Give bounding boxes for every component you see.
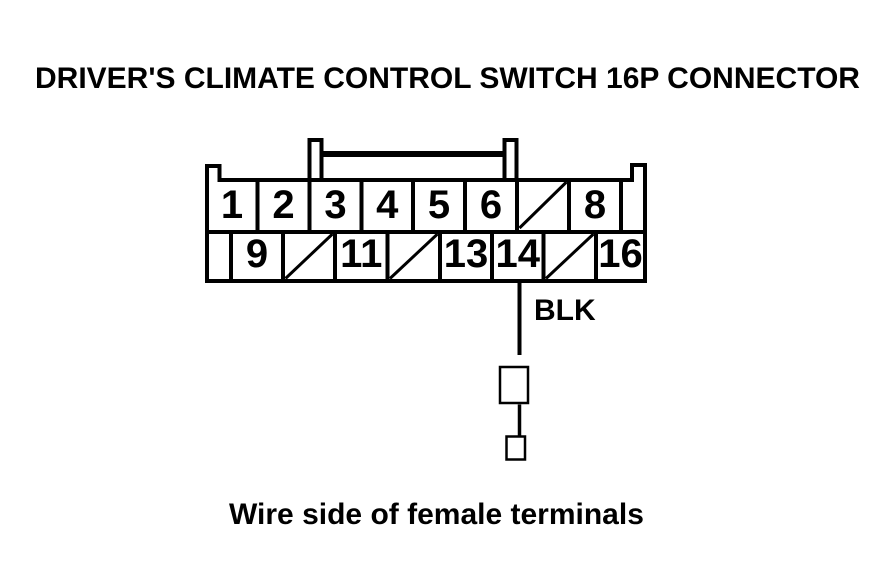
missing-pin-diagonal-15 <box>544 232 595 280</box>
missing-pin-diagonal-12 <box>388 232 439 280</box>
pin-label-16: 16 <box>598 232 643 276</box>
pin-label-13: 13 <box>443 232 489 276</box>
pin-label-5: 5 <box>427 183 451 227</box>
pin-label-8: 8 <box>583 183 607 227</box>
pin-label-9: 9 <box>245 232 269 276</box>
wire-side-caption: Wire side of female terminals <box>229 498 644 531</box>
pin-label-6: 6 <box>479 183 503 227</box>
latch-post-right <box>502 138 519 182</box>
pin-label-4: 4 <box>376 183 399 227</box>
pin-label-14: 14 <box>495 232 541 276</box>
page-title: DRIVER'S CLIMATE CONTROL SWITCH 16P CONN… <box>35 62 860 95</box>
wire-color-label: BLK <box>534 294 596 327</box>
missing-pin-diagonal-7 <box>518 180 568 230</box>
pin-label-11: 11 <box>340 232 383 276</box>
pin-label-1: 1 <box>220 183 244 227</box>
pin-label-2: 2 <box>272 183 295 227</box>
pin-label-3: 3 <box>324 183 347 227</box>
terminal-symbol-small <box>505 435 527 461</box>
terminal-symbol-large <box>498 365 530 405</box>
connector-housing-outline <box>205 163 647 283</box>
latch-post-left <box>307 138 324 182</box>
missing-pin-diagonal-10 <box>284 232 334 280</box>
